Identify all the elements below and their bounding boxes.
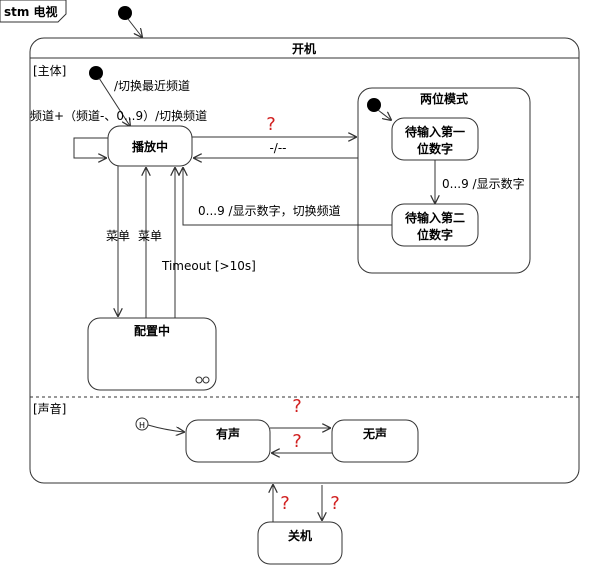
state-wait-first-line1: 待输入第一 bbox=[405, 124, 465, 139]
state-config-name: 配置中 bbox=[134, 323, 170, 338]
transition-history-to-sound-on bbox=[147, 424, 184, 432]
transition-second-to-playing bbox=[183, 168, 392, 226]
initial-pseudostate-top bbox=[118, 6, 132, 20]
state-playing bbox=[107, 125, 193, 167]
label-timeout: Timeout [>10s] bbox=[161, 259, 256, 273]
region-main-label: [主体] bbox=[33, 64, 66, 78]
state-wait-second-line1: 待输入第二 bbox=[405, 210, 465, 225]
state-config bbox=[87, 317, 217, 391]
question-mark-1: ? bbox=[266, 114, 276, 135]
state-wait-second-line2: 位数字 bbox=[417, 227, 453, 242]
state-off bbox=[257, 521, 343, 565]
transition-initial-to-wait-first bbox=[377, 109, 391, 120]
region-sound-label: [声音] bbox=[33, 401, 66, 416]
state-sound-on-name: 有声 bbox=[216, 426, 240, 441]
question-mark-2: ? bbox=[292, 396, 302, 417]
state-sound-off-name: 无声 bbox=[362, 426, 387, 441]
label-first-to-second: 0...9 /显示数字 bbox=[442, 176, 525, 191]
question-mark-3: ? bbox=[292, 431, 302, 452]
label-menu-up: 菜单 bbox=[138, 229, 162, 243]
state-two-digit-name: 两位模式 bbox=[420, 91, 468, 106]
label-self-loop: 频道+（频道-、0...9）/切换频道 bbox=[30, 109, 207, 123]
frame-label: stm 电视 bbox=[4, 4, 58, 19]
transition-self-loop bbox=[73, 137, 108, 158]
history-pseudostate bbox=[135, 417, 149, 431]
label-initial-main: /切换最近频道 bbox=[114, 79, 190, 93]
state-playing-name: 播放中 bbox=[132, 139, 168, 154]
transition-initial-to-on bbox=[127, 18, 142, 37]
label-second-to-playing: 0...9 /显示数字，切换频道 bbox=[198, 203, 341, 218]
label-menu-down: 菜单 bbox=[106, 229, 130, 243]
label-back-from-two: -/-- bbox=[269, 141, 286, 155]
question-mark-5: ? bbox=[330, 493, 340, 514]
history-symbol: H bbox=[139, 421, 145, 430]
frame-tag bbox=[0, 0, 67, 23]
state-wait-first-line2: 位数字 bbox=[417, 141, 453, 156]
state-sound-off bbox=[331, 419, 419, 463]
state-on-name: 开机 bbox=[292, 41, 316, 56]
state-off-name: 关机 bbox=[288, 528, 312, 543]
composite-state-icon bbox=[195, 376, 210, 384]
initial-pseudostate-main bbox=[89, 66, 103, 80]
initial-pseudostate-two-digit bbox=[367, 98, 381, 112]
question-mark-4: ? bbox=[280, 493, 290, 514]
state-sound-on bbox=[185, 419, 271, 463]
transition-initial-to-playing bbox=[98, 77, 130, 126]
